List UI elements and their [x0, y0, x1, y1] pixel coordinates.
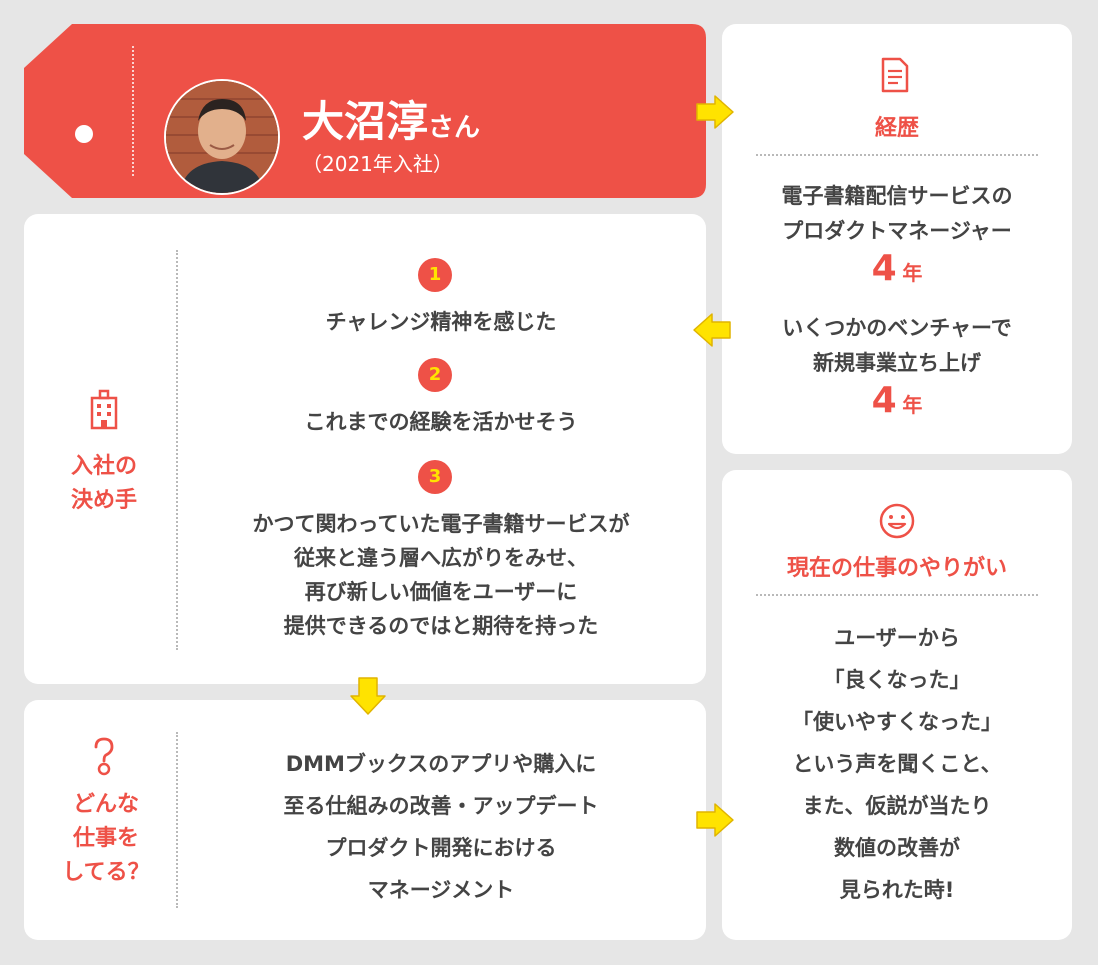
work-label-line-2: 仕事を — [72, 826, 139, 851]
rewarding-line-1: ユーザーから — [834, 626, 960, 650]
career-1-duration: 4 年 — [722, 248, 1072, 289]
tag-dotted-divider — [132, 46, 134, 176]
rewarding-line-6: 数値の改善が — [834, 836, 960, 860]
reason-1-badge: 1 — [418, 258, 452, 292]
rewarding-line-7: 見られた時! — [839, 878, 955, 902]
arrow-left-icon — [693, 313, 731, 347]
reason-3-line-4: 提供できるのではと期待を持った — [283, 614, 599, 638]
career-1-unit: 年 — [902, 261, 923, 285]
decision-label-line-2: 決め手 — [70, 488, 137, 513]
reasons-list: 1 チャレンジ精神を感じた 2 これまでの経験を活かせそう 3 かつて関わってい… — [176, 214, 706, 684]
tag-hole — [75, 125, 93, 143]
person-photo-icon — [166, 81, 278, 193]
decision-label: 入社の 決め手 — [46, 450, 162, 518]
career-1-line-2: プロダクトマネージャー — [782, 219, 1012, 243]
career-card: 経歴 電子書籍配信サービスの プロダクトマネージャー 4 年 いくつかのベンチャ… — [722, 24, 1072, 454]
work-divider — [176, 732, 178, 908]
rewarding-title: 現在の仕事のやりがい — [786, 556, 1007, 581]
name-tag: 大沼淳さん （2021年入社） — [24, 24, 706, 198]
rewarding-line-3: 「使いやすくなった」 — [792, 710, 1002, 734]
reason-3-badge: 3 — [418, 460, 452, 494]
reason-3-line-3: 再び新しい価値をユーザーに — [304, 580, 578, 604]
arrow-right-icon — [696, 803, 734, 837]
arrow-down-icon — [350, 677, 386, 715]
career-1-years: 4 — [871, 248, 897, 289]
smile-icon — [879, 503, 915, 539]
person-name: 大沼淳さん — [302, 88, 480, 149]
reason-3-line-2: 従来と違う層へ広がりをみせ、 — [294, 546, 588, 570]
career-2-line-2: 新規事業立ち上げ — [813, 351, 981, 375]
question-icon — [94, 737, 114, 776]
rewarding-card: 現在の仕事のやりがい ユーザーから 「良くなった」 「使いやすくなった」 という… — [722, 470, 1072, 940]
rewarding-line-4: という声を聞くこと、 — [792, 752, 1002, 776]
career-divider — [756, 154, 1038, 156]
career-2-years: 4 — [871, 380, 897, 421]
rewarding-divider — [756, 594, 1038, 596]
decision-card: 入社の 決め手 1 チャレンジ精神を感じた 2 これまでの経験を活かせそう 3 … — [24, 214, 706, 684]
join-year: （2021年入社） — [302, 152, 453, 176]
reason-1-text: チャレンジ精神を感じた — [325, 310, 557, 334]
work-line-2: 至る仕組みの改善・アップデート — [283, 794, 599, 818]
work-label-line-1: どんな — [72, 792, 139, 817]
arrow-right-icon — [696, 95, 734, 129]
career-1-line-1: 電子書籍配信サービスの — [781, 184, 1013, 208]
career-2-unit: 年 — [902, 393, 923, 417]
rewarding-line-2: 「良くなった」 — [823, 668, 971, 692]
rewarding-line-5: また、仮説が当たり — [802, 794, 992, 818]
career-2-line-1: いくつかのベンチャーで — [782, 316, 1012, 340]
work-label: どんな 仕事を してる？ — [46, 788, 166, 890]
work-line-4: マネージメント — [367, 878, 515, 902]
work-line-1: DMMブックスのアプリや購入に — [285, 752, 597, 776]
avatar — [164, 79, 280, 195]
document-icon — [881, 57, 909, 93]
reason-3-line-1: かつて関わっていた電子書籍サービスが — [252, 512, 630, 536]
reason-2-text: これまでの経験を活かせそう — [304, 410, 578, 434]
honorific: さん — [428, 113, 481, 143]
career-2-duration: 4 年 — [722, 380, 1072, 421]
decision-divider — [176, 250, 178, 650]
work-line-3: プロダクト開発における — [325, 836, 557, 860]
work-card: どんな 仕事を してる？ DMMブックスのアプリや購入に 至る仕組みの改善・アッ… — [24, 700, 706, 940]
building-icon — [90, 389, 118, 430]
work-label-line-3: してる？ — [62, 860, 150, 885]
career-title: 経歴 — [874, 116, 919, 141]
name-text: 大沼淳 — [302, 97, 429, 146]
work-description: DMMブックスのアプリや購入に 至る仕組みの改善・アップデート プロダクト開発に… — [176, 700, 706, 940]
reason-2-badge: 2 — [418, 358, 452, 392]
decision-label-line-1: 入社の — [70, 454, 137, 479]
